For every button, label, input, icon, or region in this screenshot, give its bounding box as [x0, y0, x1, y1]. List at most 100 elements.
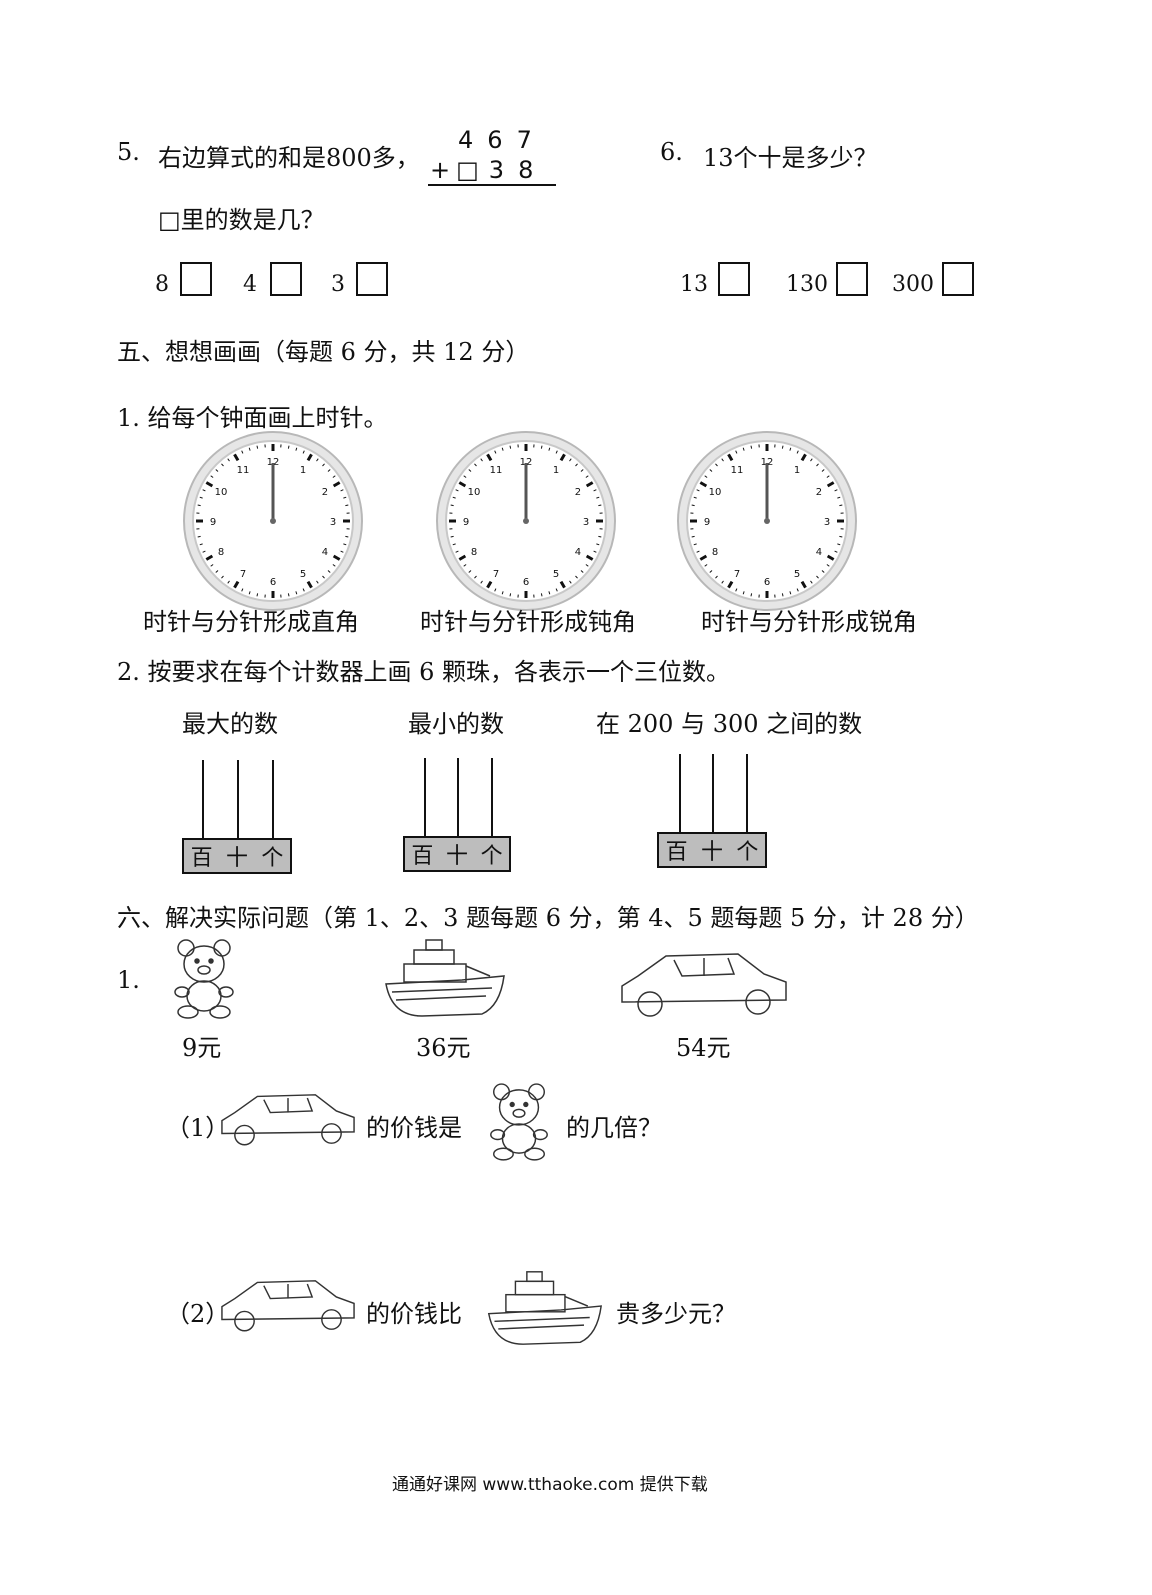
q6-option-label: 130 [786, 272, 828, 297]
addend-bottom: +□38 [430, 156, 547, 184]
svg-text:1: 1 [794, 465, 800, 476]
q6-option-box[interactable] [718, 262, 750, 296]
q6-number: 6. [660, 138, 683, 166]
q5-option-box[interactable] [180, 262, 212, 296]
svg-text:5: 5 [553, 569, 559, 580]
svg-text:12: 12 [761, 457, 774, 468]
svg-text:1: 1 [553, 465, 559, 476]
q6-text: 13个十是多少？ [703, 144, 878, 172]
svg-text:9: 9 [463, 517, 469, 528]
svg-text:8: 8 [218, 547, 224, 558]
svg-text:11: 11 [731, 465, 744, 476]
abacus-title: 最大的数 [182, 710, 278, 738]
q5-option-label: 4 [243, 272, 257, 297]
svg-text:4: 4 [575, 547, 581, 558]
q5-text: 右边算式的和是800多， [158, 144, 420, 172]
svg-text:4: 4 [816, 547, 822, 558]
svg-text:6: 6 [764, 577, 770, 588]
place-label: 个 [736, 840, 759, 865]
place-label: 百 [665, 840, 688, 865]
place-label: 十 [225, 846, 248, 871]
place-label: 百 [411, 844, 434, 869]
ship-icon [385, 939, 505, 1017]
svg-text:7: 7 [734, 569, 740, 580]
svg-text:5: 5 [794, 569, 800, 580]
q5-option-label: 3 [331, 272, 345, 297]
svg-text:8: 8 [471, 547, 477, 558]
q5-option-label: 8 [155, 272, 169, 297]
abacus-rod[interactable] [202, 760, 204, 840]
digit: 4 [458, 126, 488, 154]
svg-text:7: 7 [240, 569, 246, 580]
abacus-title: 最小的数 [408, 710, 504, 738]
q5-question: □里的数是几？ [158, 206, 325, 234]
svg-text:6: 6 [523, 577, 529, 588]
svg-text:10: 10 [468, 487, 481, 498]
sub2-end: 贵多少元？ [616, 1300, 736, 1328]
q5-number: 5. [117, 138, 140, 166]
svg-text:4: 4 [322, 547, 328, 558]
q5-option-box[interactable] [356, 262, 388, 296]
abacus-title: 在 200 与 300 之间的数 [596, 710, 863, 738]
sub2-label: （2） [166, 1300, 230, 1328]
abacus-rod[interactable] [712, 754, 714, 834]
svg-text:10: 10 [215, 487, 228, 498]
abacus-base: 百 十 个 [657, 832, 767, 868]
abacus-rod[interactable] [746, 754, 748, 834]
footer: 通通好课网 www.tthaoke.com 提供下载 [392, 1475, 708, 1495]
q6-option-box[interactable] [836, 262, 868, 296]
abacus-rod[interactable] [457, 758, 459, 838]
q5-option-box[interactable] [270, 262, 302, 296]
digit: 7 [516, 126, 546, 154]
section6-title: 六、解决实际问题（第 1、2、3 题每题 6 分，第 4、5 题每题 5 分，计… [117, 904, 979, 932]
digit: 6 [487, 126, 517, 154]
car-icon [621, 953, 787, 1017]
svg-text:8: 8 [712, 547, 718, 558]
svg-text:2: 2 [575, 487, 581, 498]
abacus-rod[interactable] [491, 758, 493, 838]
place-label: 个 [261, 846, 284, 871]
digit: 8 [518, 156, 548, 184]
svg-text:11: 11 [490, 465, 503, 476]
abacus-rod[interactable] [237, 760, 239, 840]
section5-q1: 1. 给每个钟面画上时针。 [117, 404, 388, 432]
svg-text:12: 12 [520, 457, 533, 468]
svg-text:9: 9 [210, 517, 216, 528]
section6-q1-number: 1. [117, 966, 140, 994]
sub1-end: 的几倍？ [566, 1114, 662, 1142]
sub1-label: （1） [166, 1114, 230, 1142]
abacus-base: 百 十 个 [403, 836, 511, 872]
svg-text:3: 3 [824, 517, 830, 528]
svg-text:12: 12 [267, 457, 280, 468]
price-label: 54元 [676, 1034, 731, 1062]
car-icon [221, 1280, 355, 1332]
price-label: 9元 [182, 1034, 222, 1062]
q6-option-label: 300 [892, 272, 934, 297]
plus-blank: +□ [430, 156, 485, 184]
clock-label: 时针与分针形成锐角 [701, 608, 917, 636]
abacus-base: 百 十 个 [182, 838, 292, 874]
svg-text:3: 3 [330, 517, 336, 528]
svg-text:5: 5 [300, 569, 306, 580]
section5-q2: 2. 按要求在每个计数器上画 6 颗珠，各表示一个三位数。 [117, 658, 731, 686]
q6-option-box[interactable] [942, 262, 974, 296]
svg-text:2: 2 [816, 487, 822, 498]
svg-text:2: 2 [322, 487, 328, 498]
clock-label: 时针与分针形成钝角 [420, 608, 636, 636]
svg-text:7: 7 [493, 569, 499, 580]
abacus-rod[interactable] [679, 754, 681, 834]
ship-icon [487, 1271, 602, 1345]
abacus-rod[interactable] [424, 758, 426, 838]
section5-title: 五、想想画画（每题 6 分，共 12 分） [117, 338, 530, 366]
place-label: 个 [480, 844, 503, 869]
digit: 3 [488, 156, 519, 184]
place-label: 十 [445, 844, 468, 869]
svg-text:10: 10 [709, 487, 722, 498]
place-label: 十 [700, 840, 723, 865]
sub1-mid: 的价钱是 [366, 1114, 462, 1142]
abacus-rod[interactable] [272, 760, 274, 840]
place-label: 百 [190, 846, 213, 871]
